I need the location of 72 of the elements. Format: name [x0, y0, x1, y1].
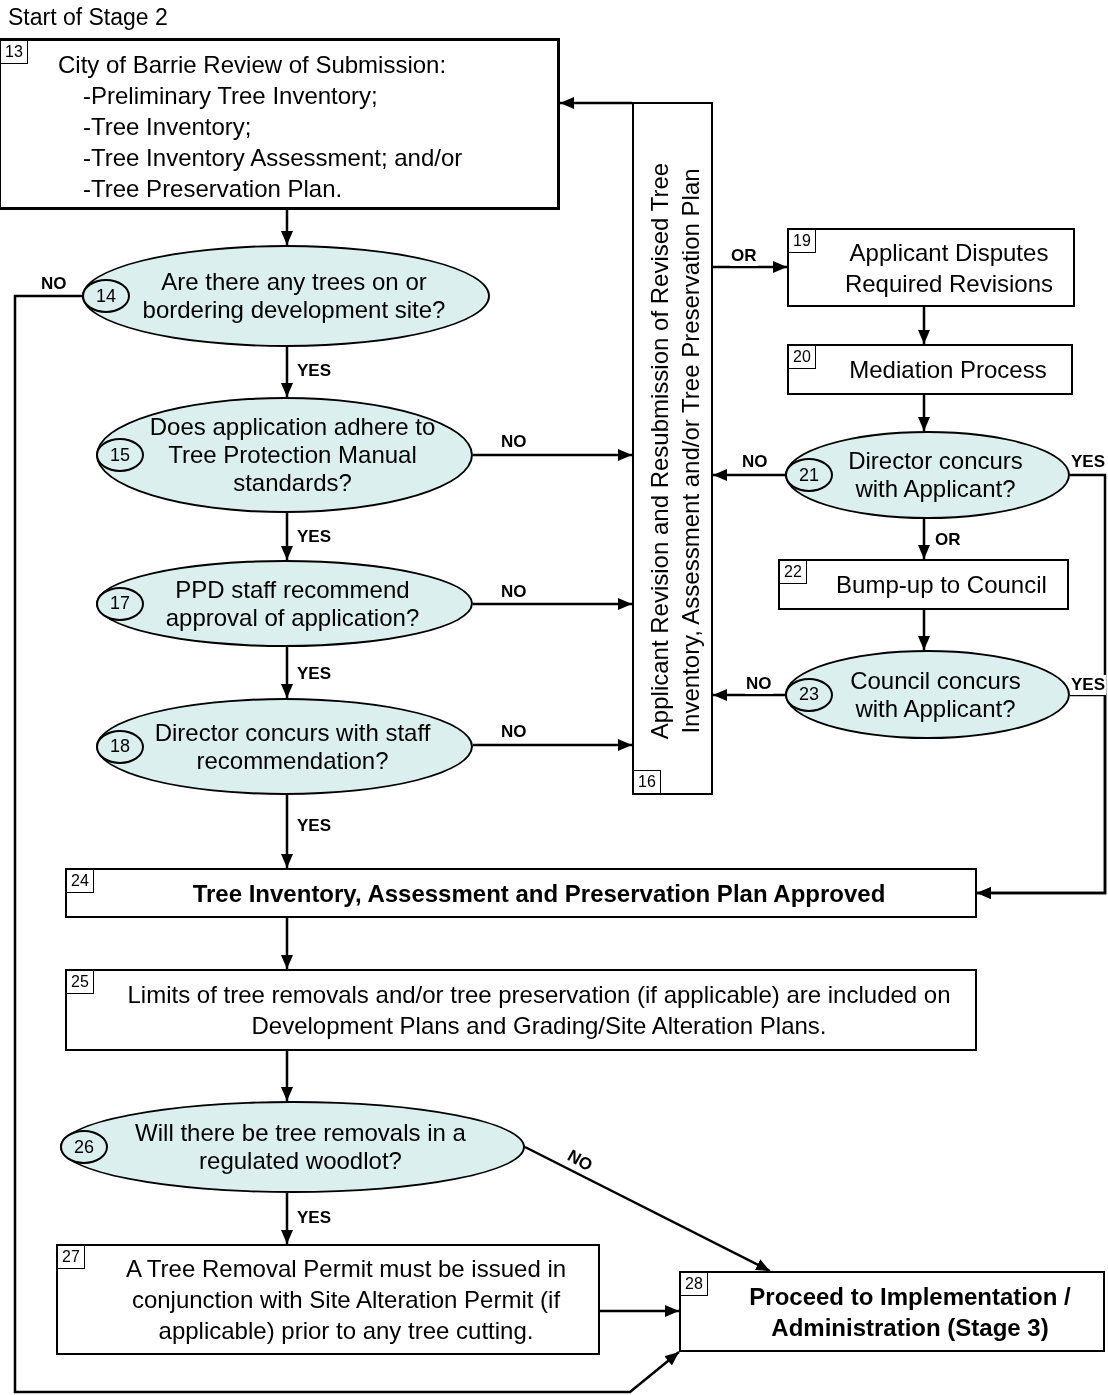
- list-item: -Tree Inventory;: [83, 112, 253, 142]
- step-heading: City of Barrie Review of Submission:: [58, 50, 448, 80]
- step-number: 25: [67, 971, 94, 994]
- step-text: Applicant Revision and Resubmission of Revised Tree Inventory, Assessment and/or Tree Preservation Plan: [644, 161, 705, 741]
- arrow: [713, 261, 787, 273]
- process-box: [65, 868, 977, 918]
- arrow: [918, 395, 930, 431]
- arrow: [918, 519, 930, 559]
- question-text: Director concurs with Applicant?: [847, 447, 1024, 503]
- arrow: [918, 307, 930, 344]
- step-number: 20: [789, 346, 816, 369]
- arrow: [977, 693, 1107, 899]
- edge-label: OR: [730, 246, 758, 266]
- step-number: 13: [1, 41, 28, 64]
- step-number: 23: [785, 677, 833, 712]
- question-text: Does application adhere to Tree Protection Manual standards?: [148, 413, 437, 497]
- arrow: [473, 449, 632, 461]
- edge-label: NO: [745, 674, 773, 694]
- title: Start of Stage 2: [8, 3, 168, 31]
- arrow: [281, 513, 293, 560]
- step-number: 27: [58, 1246, 85, 1269]
- step-number: 19: [789, 230, 816, 253]
- step-number: 24: [67, 870, 94, 893]
- step-number: 28: [681, 1273, 708, 1296]
- arrow: [281, 1193, 293, 1244]
- arrow: [281, 795, 293, 868]
- process-box: [787, 344, 1073, 395]
- arrow: [281, 210, 293, 245]
- arrow: [281, 647, 293, 698]
- question-text: Will there be tree removals in a regulated woodlot?: [134, 1119, 467, 1175]
- step-number: 22: [780, 561, 807, 584]
- process-box: [787, 228, 1075, 307]
- question-text: PPD staff recommend approval of application?: [164, 575, 421, 632]
- step-text: Proceed to Implementation / Administration (Stage 3): [748, 1281, 1072, 1343]
- step-text: Limits of tree removals and/or tree preservation (if applicable) are included on Development Plans and Grading/Site Alteration Plans.: [126, 980, 952, 1041]
- edge-label: YES: [1070, 675, 1106, 695]
- process-box: [0, 38, 560, 210]
- arrow: [713, 469, 785, 481]
- arrow: [281, 347, 293, 397]
- step-text: Applicant Disputes Required Revisions: [843, 237, 1055, 299]
- step-text: Bump-up to Council: [835, 570, 1048, 600]
- step-number: 21: [785, 458, 833, 492]
- arrow: [524, 1145, 771, 1273]
- process-box: [778, 559, 1069, 610]
- question-text: Council concurs with Applicant?: [849, 666, 1022, 723]
- process-box: [56, 1244, 600, 1355]
- step-text: A Tree Removal Permit must be issued in conjunction with Site Alteration Permit (if applicable) prior to any tree cutting.: [124, 1254, 568, 1346]
- step-text: Mediation Process: [848, 355, 1048, 385]
- arrow: [560, 97, 632, 109]
- list-item: -Tree Inventory Assessment; and/or: [83, 143, 464, 173]
- arrow: [281, 1051, 293, 1101]
- question-text: Are there any trees on or bordering development site?: [141, 268, 447, 324]
- arrow: [281, 918, 293, 969]
- step-number: 16: [634, 770, 661, 793]
- process-box: [679, 1271, 1105, 1352]
- step-number: 18: [96, 729, 144, 764]
- arrow: [918, 610, 930, 650]
- arrow: [600, 1305, 679, 1317]
- arrow: [472, 739, 632, 751]
- step-number: 15: [96, 438, 144, 472]
- arrow: [713, 689, 785, 701]
- list-item: -Preliminary Tree Inventory;: [83, 81, 379, 111]
- step-number: 17: [96, 586, 144, 621]
- process-box: [65, 969, 977, 1051]
- step-text: Tree Inventory, Assessment and Preservation Plan Approved: [191, 878, 887, 909]
- process-box: [632, 102, 713, 795]
- arrow: [473, 598, 632, 610]
- step-number: 26: [60, 1130, 108, 1164]
- question-text: Director concurs with staff recommendation?: [153, 718, 432, 775]
- arrow: [13, 294, 680, 1394]
- step-number: 14: [82, 279, 130, 313]
- list-item: -Tree Preservation Plan.: [83, 174, 344, 204]
